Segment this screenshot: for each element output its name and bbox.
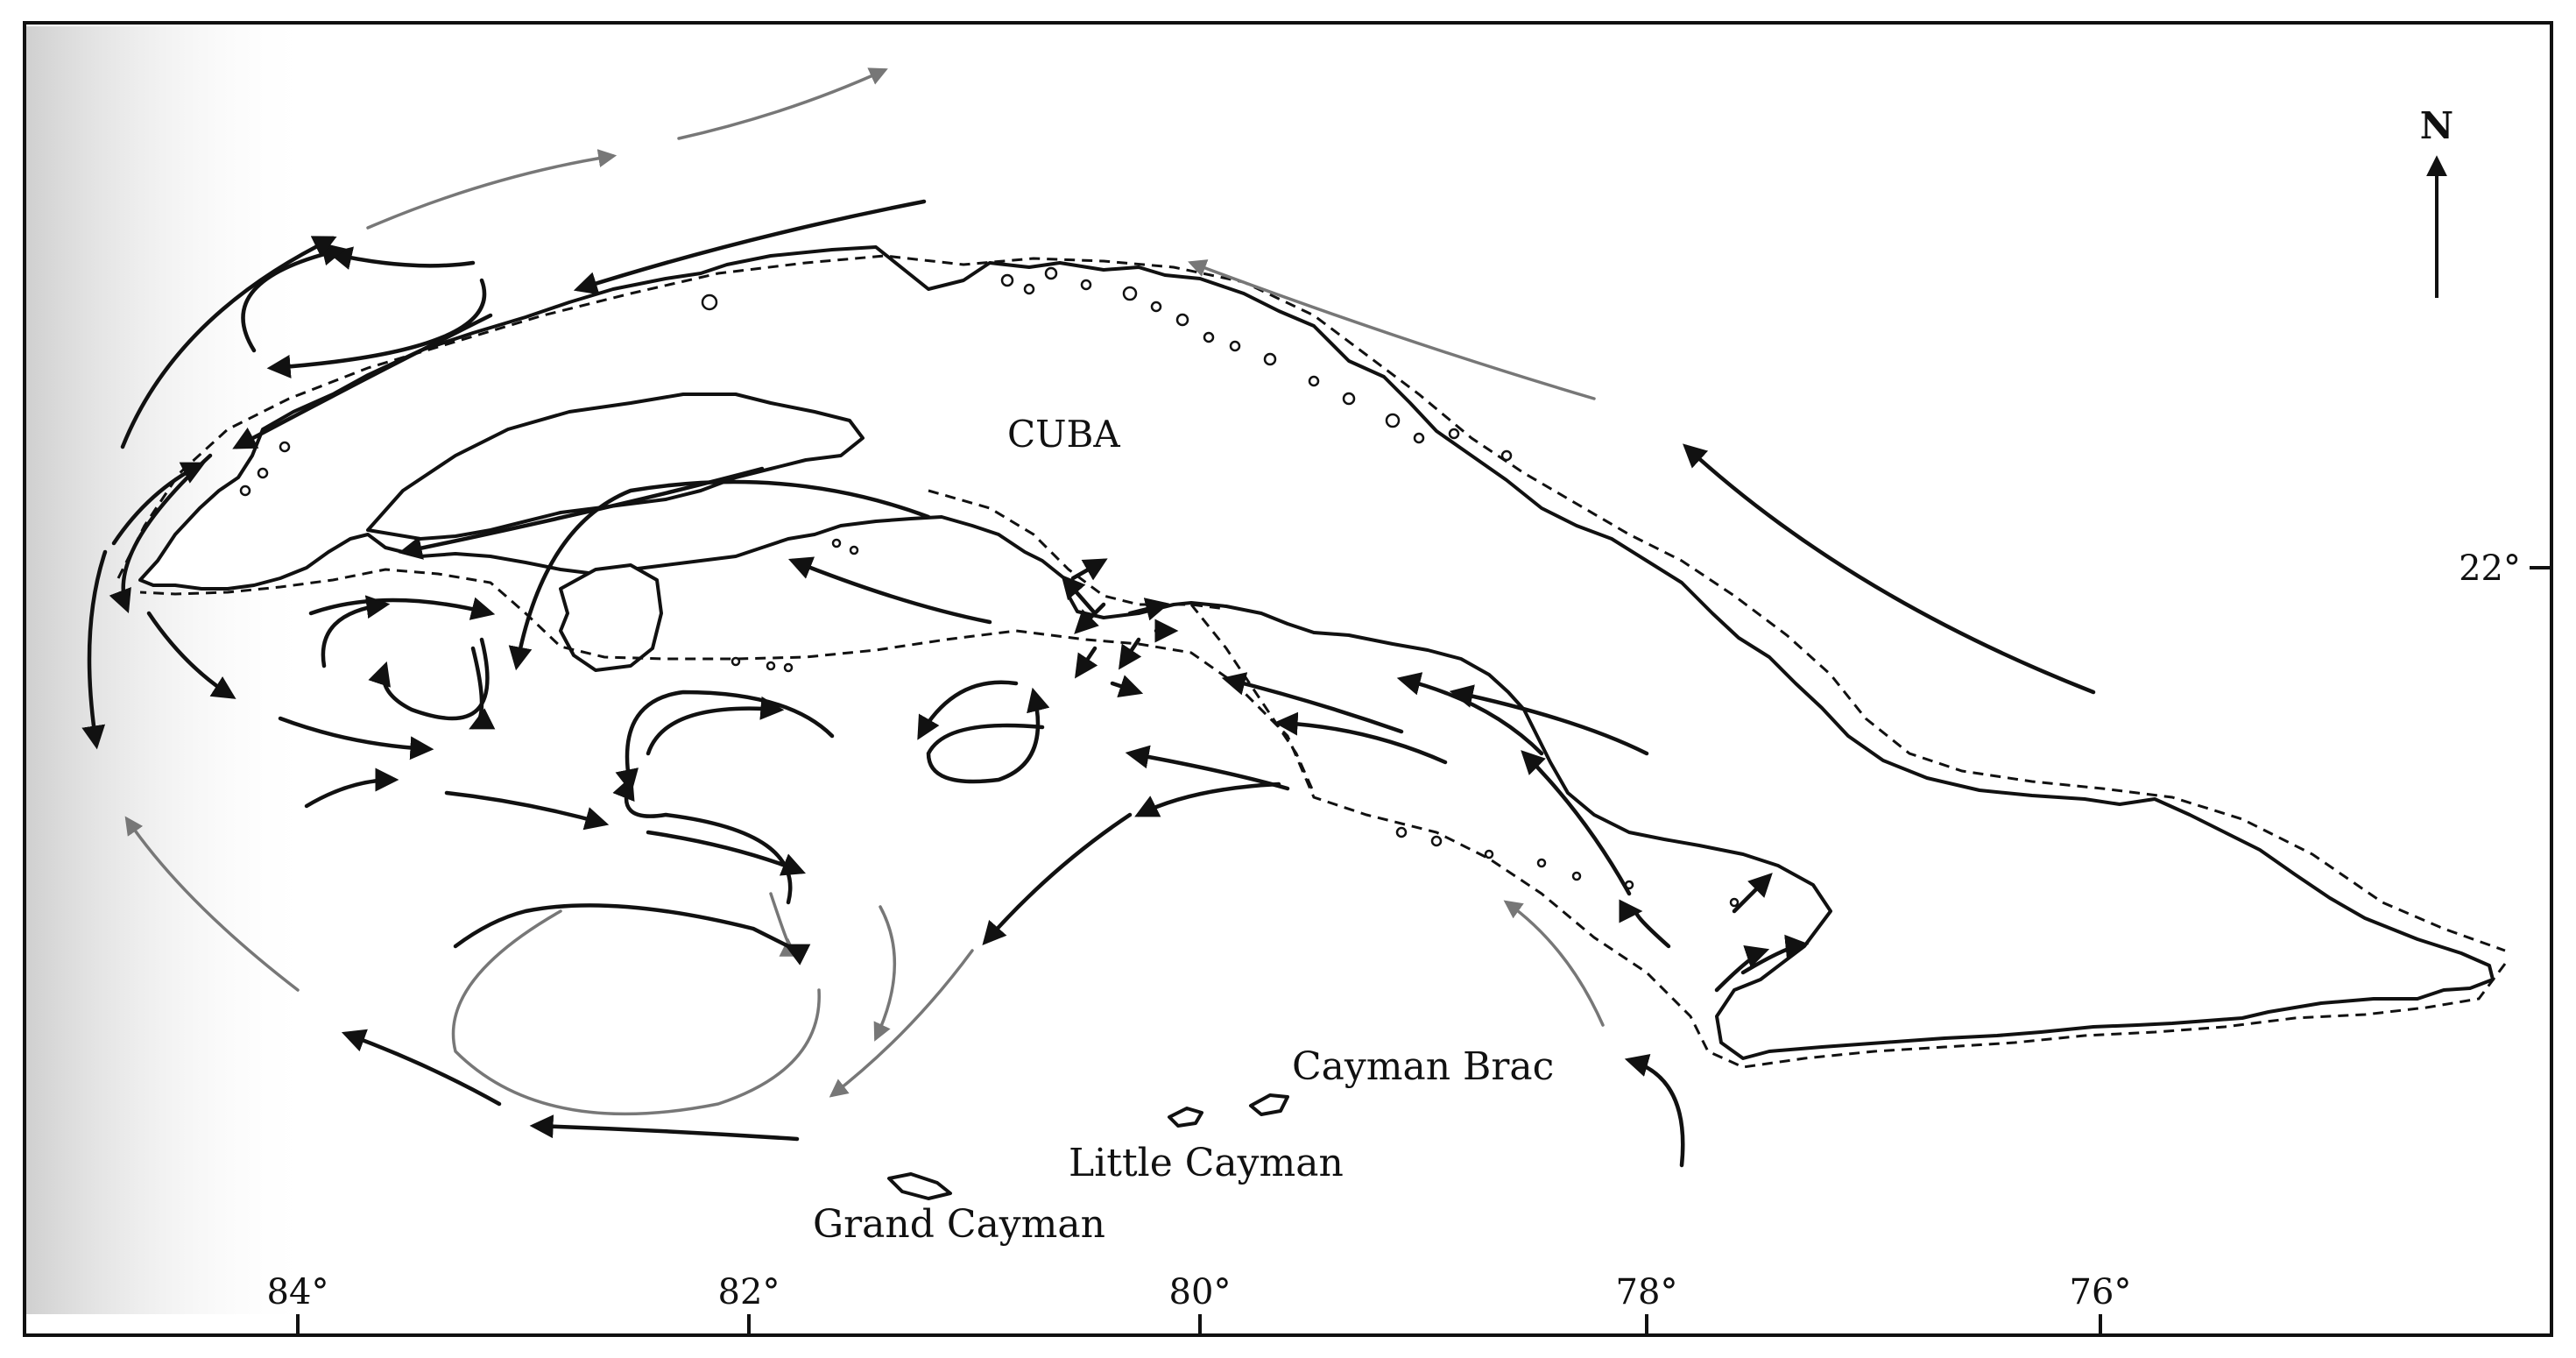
current-arrow [1061, 574, 1097, 616]
current-arrow [769, 892, 798, 957]
current-arrow [1503, 900, 1605, 1027]
current-arrow [646, 696, 785, 756]
tick-label-lon: 82° [718, 1272, 780, 1312]
current-arrow [1624, 1053, 1685, 1168]
cuba-landmass [138, 245, 2495, 1060]
current-arrow [1732, 873, 1773, 914]
current-arrow [120, 236, 337, 449]
current-arrow [829, 949, 974, 1098]
current-arrow [308, 597, 496, 620]
current-arrow [469, 646, 496, 730]
current-arrow [917, 680, 1019, 740]
shelf-edge-south [139, 568, 2507, 1069]
current-arrow [232, 313, 493, 449]
latitude-ticks: 22° [2459, 548, 2551, 589]
current-arrow [1683, 443, 2096, 695]
zapata-peninsula [366, 393, 865, 541]
current-arrow [529, 1114, 800, 1142]
current-arrow [146, 611, 236, 699]
current-arrow [1127, 598, 1170, 621]
little-cayman-island [1168, 1107, 1203, 1128]
current-arrow [926, 687, 1050, 784]
current-arrow [1221, 672, 1404, 734]
current-arrow [787, 556, 992, 625]
label-cayman-brac: Cayman Brac [1292, 1044, 1554, 1089]
current-arrow [1714, 945, 1770, 993]
grand-cayman-island [887, 1172, 952, 1200]
current-arrow [321, 595, 391, 668]
current-arrow [1070, 558, 1108, 581]
current-arrow [1134, 782, 1281, 817]
current-arrow [266, 278, 487, 378]
current-arrow [1396, 672, 1544, 756]
current-arrow [646, 830, 807, 876]
current-arrow [1740, 934, 1810, 975]
shelf-edge-gulf [928, 489, 1227, 611]
current-arrow [982, 812, 1133, 946]
shelf-inner-diagonal [1189, 604, 1316, 794]
current-arrow [241, 242, 347, 353]
tick-label-lon: 76° [2070, 1272, 2132, 1312]
current-arrow [278, 716, 434, 760]
current-arrow [677, 67, 888, 140]
current-arrow [328, 246, 476, 270]
current-arrow [366, 149, 618, 230]
north-arrow: N [2420, 104, 2453, 298]
keys-islets [239, 266, 1740, 908]
current-arrow [453, 903, 811, 965]
current-arrow [81, 549, 108, 750]
current-arrow [1119, 637, 1142, 670]
cayman-brac-island [1249, 1093, 1289, 1116]
tick-label-lon: 78° [1616, 1272, 1678, 1312]
label-cuba: CUBA [1007, 413, 1120, 456]
tick-label-lat: 22° [2459, 548, 2521, 589]
tick-label-lon: 84° [267, 1272, 329, 1312]
longitude-ticks: 84° 82° 80° 78° 76° [267, 1272, 2132, 1335]
label-little-cayman: Little Cayman [1069, 1141, 1344, 1185]
isla-de-la-juventud [559, 563, 663, 672]
current-arrow [1619, 899, 1671, 949]
current-arrow [1449, 684, 1649, 756]
current-arrow [111, 462, 206, 546]
current-arrows [81, 67, 2096, 1168]
current-arrow [1074, 602, 1106, 634]
current-arrow [1110, 675, 1144, 697]
current-arrow [1188, 259, 1596, 400]
current-arrow [615, 690, 835, 794]
current-arrow [444, 790, 610, 831]
current-arrow [1521, 750, 1632, 896]
current-arrow [573, 199, 927, 295]
shelf-edge-north [116, 254, 2506, 952]
current-arrow [1274, 711, 1448, 765]
north-label: N [2420, 104, 2453, 147]
current-arrow [612, 774, 793, 905]
map-frame [23, 21, 2553, 1337]
current-arrow [368, 637, 490, 721]
current-arrow [341, 1029, 502, 1107]
left-shading [25, 26, 314, 1314]
label-grand-cayman: Grand Cayman [813, 1202, 1105, 1247]
current-arrow [451, 909, 821, 1116]
current-arrow [508, 479, 931, 671]
current-arrow [1075, 646, 1098, 679]
current-arrow [124, 816, 300, 992]
tick-label-lon: 80° [1169, 1272, 1232, 1312]
current-arrow [873, 905, 897, 1042]
current-arrow [304, 767, 399, 809]
